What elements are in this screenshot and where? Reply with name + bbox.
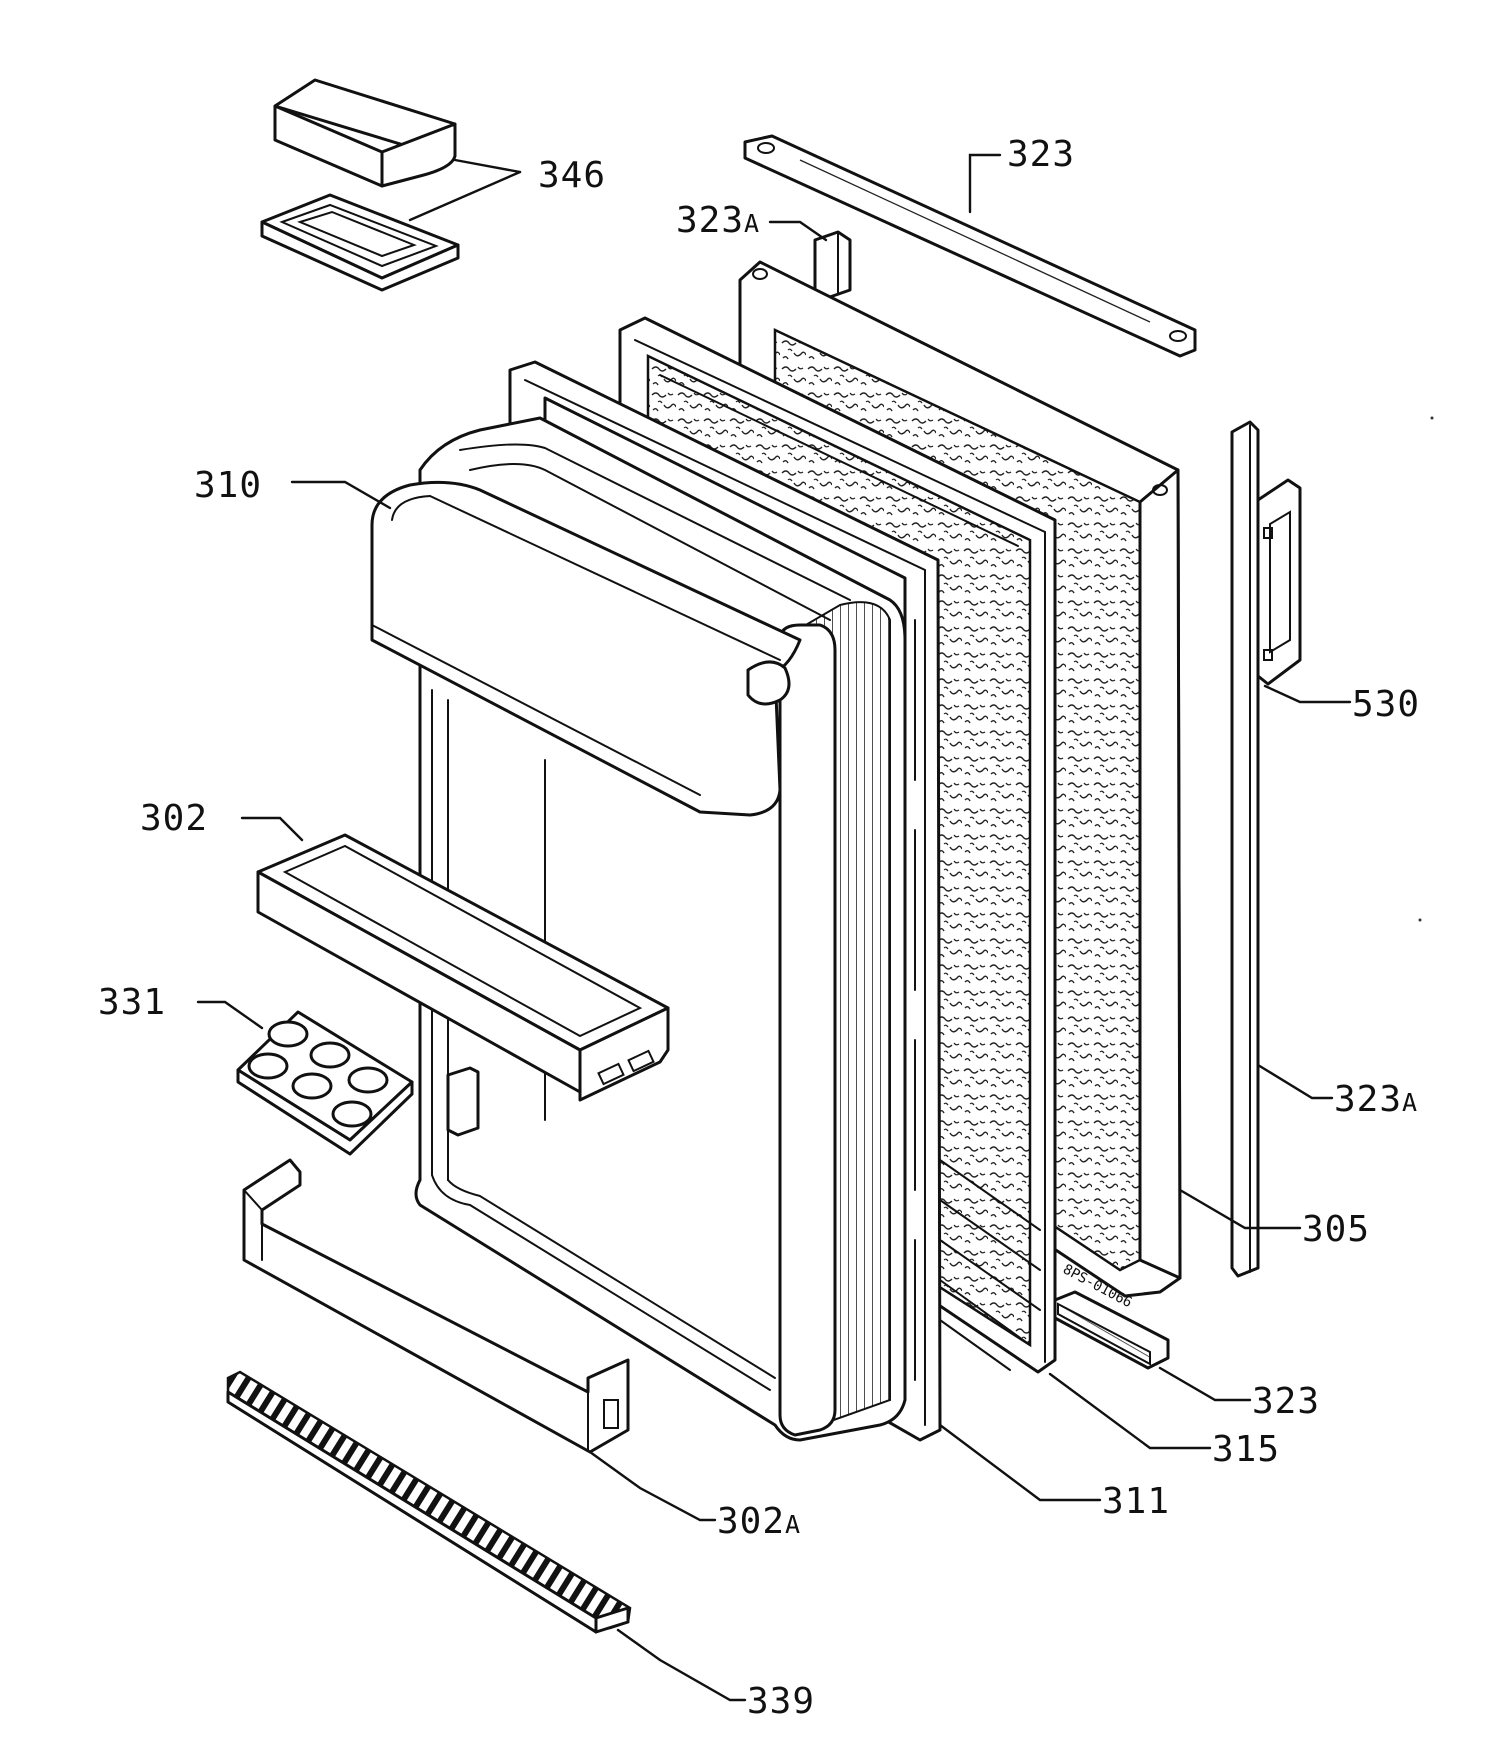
speck [1430, 416, 1434, 420]
label-315: 315 [1212, 1429, 1280, 1470]
leader-530 [1263, 684, 1352, 704]
leader-310 [290, 480, 392, 510]
label-346: 346 [538, 155, 606, 196]
inner-lower-slats [939, 1159, 1041, 1371]
label-323-top: 323 [1007, 134, 1075, 175]
top-hinge-bracket [743, 134, 1197, 358]
label-323a-top: 323A [676, 200, 760, 241]
ventilation-grille [226, 1370, 632, 1634]
leader-323-top [968, 153, 1002, 214]
door-shelf [256, 833, 670, 1102]
part-labels: 346 323 323A 310 530 302 331 323A 305 32… [98, 134, 1420, 1722]
butter-dish-base [260, 193, 460, 292]
leader-331 [196, 1000, 264, 1030]
leader-311 [938, 1423, 1102, 1502]
leader-lines [196, 153, 1352, 1702]
leader-315 [1048, 1372, 1212, 1450]
label-339: 339 [747, 1681, 815, 1722]
bottom-hinge-bracket [1053, 1290, 1170, 1370]
leader-323a-top [768, 220, 828, 242]
side-vertical-strip [1230, 420, 1260, 1278]
leader-323a-right [1256, 1063, 1334, 1100]
leader-346 [453, 158, 522, 174]
leader-346b [408, 170, 522, 222]
leader-323-bottom [1158, 1366, 1252, 1402]
label-302: 302 [140, 798, 208, 839]
leader-339 [616, 1628, 747, 1702]
label-530: 530 [1352, 684, 1420, 725]
speck [1418, 918, 1422, 922]
label-323-bottom: 323 [1252, 1381, 1320, 1422]
door-handle [1256, 478, 1302, 686]
egg-tray [236, 1010, 414, 1156]
leader-302 [240, 816, 304, 842]
leader-305 [1178, 1188, 1302, 1230]
top-shelf-compartment [370, 480, 802, 817]
top-hinge-strip [813, 230, 852, 300]
label-323a-right: 323A [1334, 1079, 1418, 1120]
butter-dish-lid [273, 78, 457, 188]
label-302a: 302A [717, 1501, 801, 1542]
label-310: 310 [194, 465, 262, 506]
label-311: 311 [1102, 1481, 1170, 1522]
label-331: 331 [98, 982, 166, 1023]
leader-302a [588, 1450, 717, 1522]
label-305: 305 [1302, 1209, 1370, 1250]
